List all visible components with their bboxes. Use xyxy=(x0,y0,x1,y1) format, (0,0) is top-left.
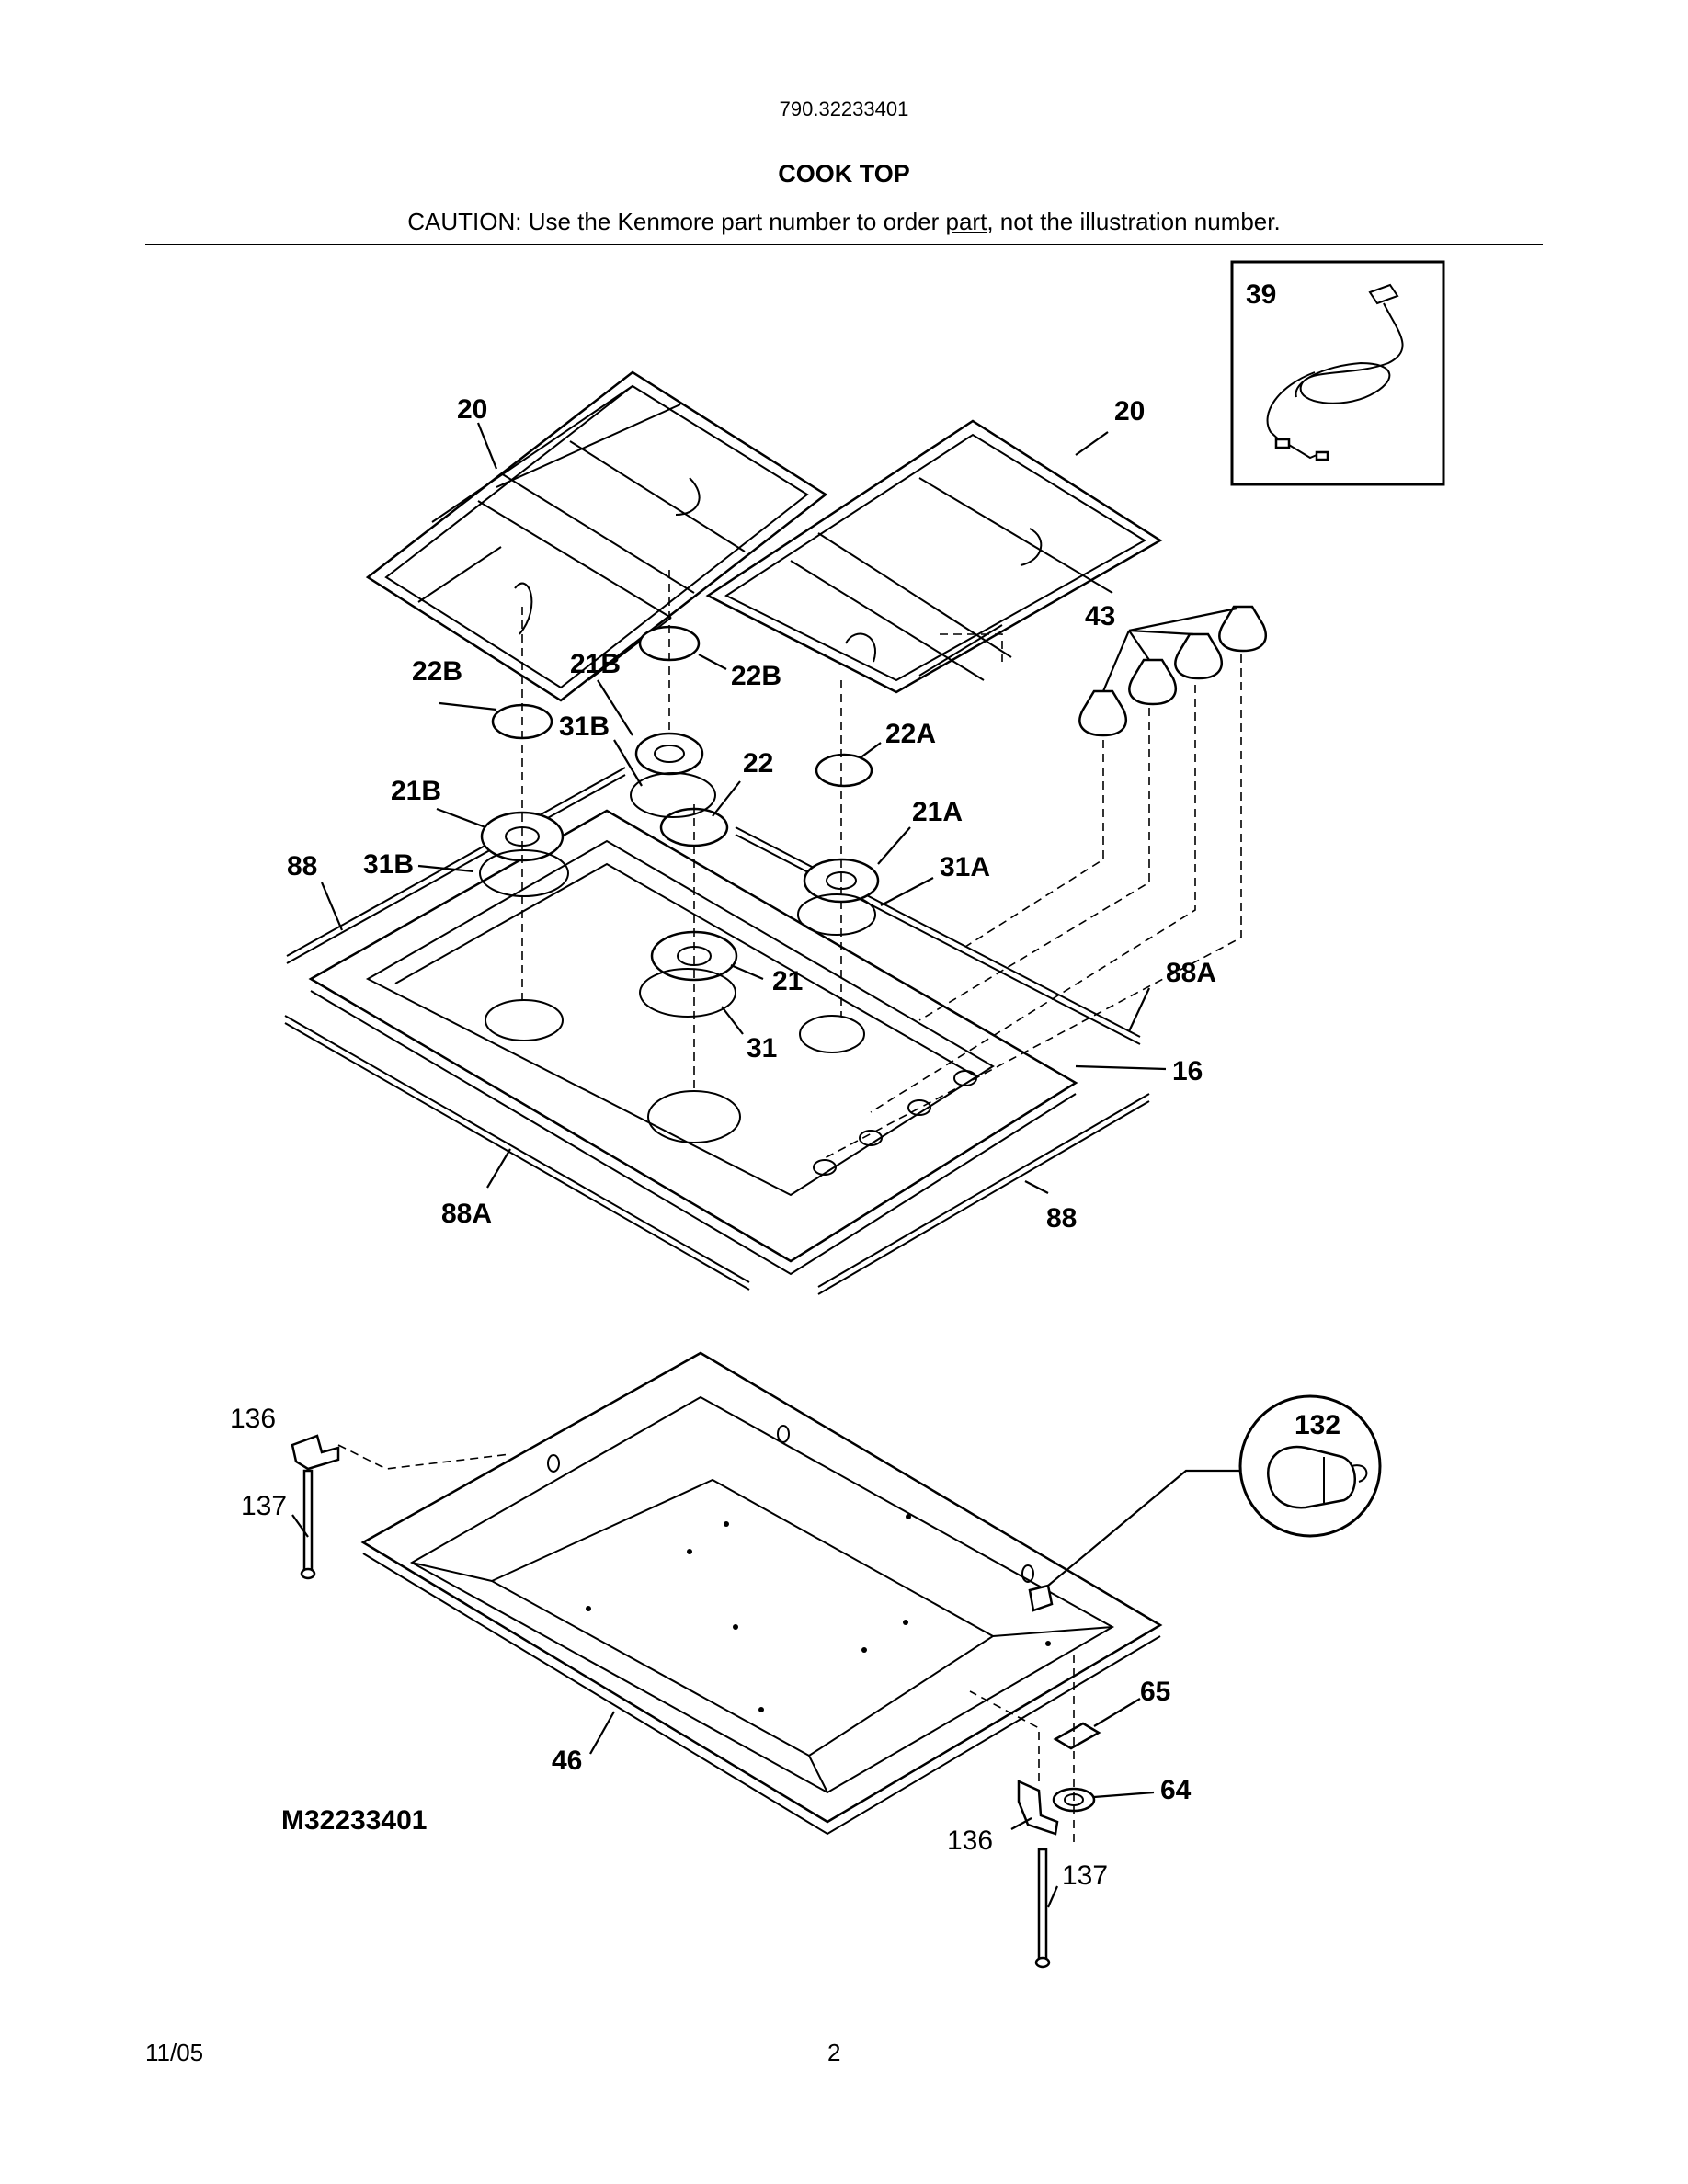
caution-note: CAUTION: Use the Kenmore part number to … xyxy=(0,208,1688,236)
callout-43: 43 xyxy=(1085,601,1115,631)
cooktop-panel xyxy=(308,809,1078,1276)
burner-assemblies xyxy=(479,625,880,1018)
model-number: 790.32233401 xyxy=(779,97,909,120)
footer-date: 11/05 xyxy=(145,2039,204,2066)
callout-20-left: 20 xyxy=(457,394,487,425)
callout-132: 132 xyxy=(1295,1410,1340,1440)
callout-137-left: 137 xyxy=(241,1491,287,1521)
callout-20-right: 20 xyxy=(1114,396,1145,427)
caution-text: CAUTION: Use the Kenmore part number to … xyxy=(407,208,946,235)
callout-21: 21 xyxy=(772,966,803,996)
callout-65: 65 xyxy=(1140,1677,1170,1707)
callout-22b-right: 22B xyxy=(731,661,781,691)
footer-page-number: 2 xyxy=(827,2039,841,2066)
section-title: COOK TOP xyxy=(778,160,910,188)
callout-16: 16 xyxy=(1172,1056,1203,1086)
caution-underlined-word: part xyxy=(945,208,987,235)
callout-21a: 21A xyxy=(912,797,963,827)
mounting-hardware xyxy=(291,1434,1101,1969)
burner-box xyxy=(360,1351,1163,1836)
callout-31a: 31A xyxy=(940,852,990,882)
callout-137-right: 137 xyxy=(1062,1860,1108,1891)
callout-22a: 22A xyxy=(885,719,936,749)
header-rule xyxy=(145,244,1543,245)
callout-88a-bottom: 88A xyxy=(441,1199,492,1229)
alignment-lines-top xyxy=(521,570,1242,1159)
callout-136-left: 136 xyxy=(230,1404,276,1434)
callout-22: 22 xyxy=(743,748,773,779)
callout-labels: 39 20 20 43 22B 21B 22B 31B 22A 22 21B 2… xyxy=(230,279,1340,1891)
callout-22b-left: 22B xyxy=(412,656,462,687)
callout-88a-right: 88A xyxy=(1166,958,1216,988)
caution-text-end: , not the illustration number. xyxy=(987,208,1281,235)
leader-lines xyxy=(291,422,1167,1908)
callout-31: 31 xyxy=(747,1033,777,1064)
grate-right xyxy=(705,419,1163,694)
trim-strips xyxy=(284,767,1150,1295)
callout-21b-upper: 21B xyxy=(570,649,621,679)
callout-88-bottom: 88 xyxy=(1046,1203,1077,1234)
callout-46: 46 xyxy=(552,1746,582,1776)
callout-88-left: 88 xyxy=(287,851,317,882)
callout-31b-upper: 31B xyxy=(559,711,610,742)
diagram-id: M32233401 xyxy=(281,1805,427,1836)
connector-inset xyxy=(1028,1394,1382,1612)
callout-31b-left: 31B xyxy=(363,849,414,880)
control-knobs xyxy=(1078,605,1267,737)
power-cord-inset xyxy=(1230,260,1445,486)
callout-64: 64 xyxy=(1160,1775,1192,1805)
callout-136-right: 136 xyxy=(947,1826,993,1856)
callout-21b-left: 21B xyxy=(391,776,441,806)
callout-39: 39 xyxy=(1246,279,1276,310)
